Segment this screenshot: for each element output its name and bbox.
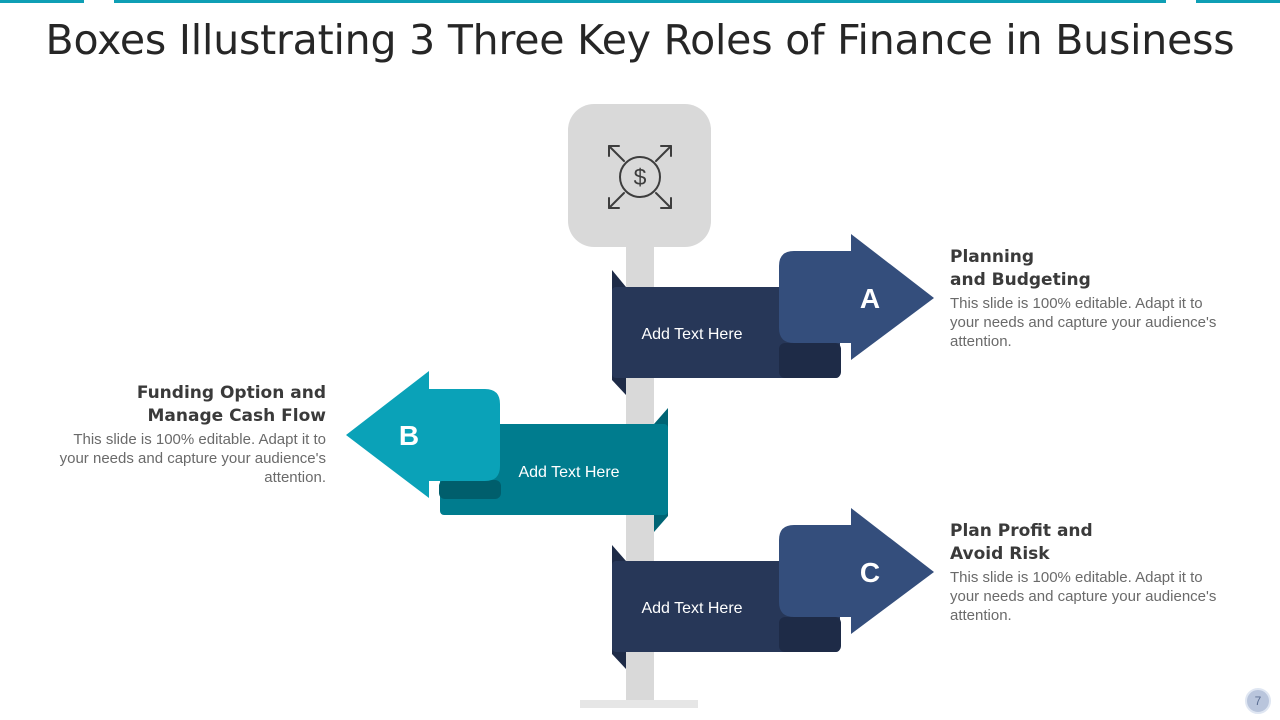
text-block-c-heading: Plan Profit and Avoid Risk (950, 520, 1220, 566)
text-block-b-heading: Funding Option and Manage Cash Flow (56, 382, 326, 428)
sign-a: A Add Text Here (612, 234, 934, 395)
sign-c-letter: C (860, 557, 880, 588)
signpost-base (580, 700, 698, 708)
text-block-b: Funding Option and Manage Cash Flow This… (56, 382, 326, 487)
sign-b-label: Add Text Here (518, 464, 619, 481)
page-number-badge: 7 (1245, 688, 1271, 714)
text-block-a-heading: Planning and Budgeting (950, 246, 1220, 292)
top-accent-line-center (114, 0, 1166, 3)
sign-a-letter: A (860, 283, 880, 314)
text-block-a-heading-line1: Planning (950, 247, 1035, 267)
sign-b-letter: B (399, 420, 419, 451)
slide-title: Boxes Illustrating 3 Three Key Roles of … (45, 16, 1235, 64)
text-block-a-description: This slide is 100% editable. Adapt it to… (950, 295, 1217, 350)
top-accent-line-left (0, 0, 84, 3)
center-icon-box: $ (568, 104, 711, 247)
text-block-b-description: This slide is 100% editable. Adapt it to… (59, 431, 326, 486)
svg-text:$: $ (634, 164, 647, 190)
text-block-c-heading-line1: Plan Profit and (950, 521, 1093, 541)
text-block-b-heading-line1: Funding Option and (136, 383, 326, 403)
sign-a-label: Add Text Here (641, 326, 742, 343)
text-block-a-heading-line2: and Budgeting (950, 270, 1091, 290)
text-block-c-heading-line2: Avoid Risk (950, 544, 1050, 564)
sign-b: B Add Text Here (346, 371, 668, 532)
text-block-b-heading-line2: Manage Cash Flow (147, 406, 327, 426)
sign-c: C Add Text Here (612, 508, 934, 669)
sign-c-label: Add Text Here (641, 600, 742, 617)
dollar-expand-icon: $ (608, 145, 672, 209)
text-block-a: Planning and Budgeting This slide is 100… (950, 246, 1220, 351)
text-block-c-description: This slide is 100% editable. Adapt it to… (950, 569, 1217, 624)
top-accent-line-right (1196, 0, 1280, 3)
text-block-c: Plan Profit and Avoid Risk This slide is… (950, 520, 1220, 625)
